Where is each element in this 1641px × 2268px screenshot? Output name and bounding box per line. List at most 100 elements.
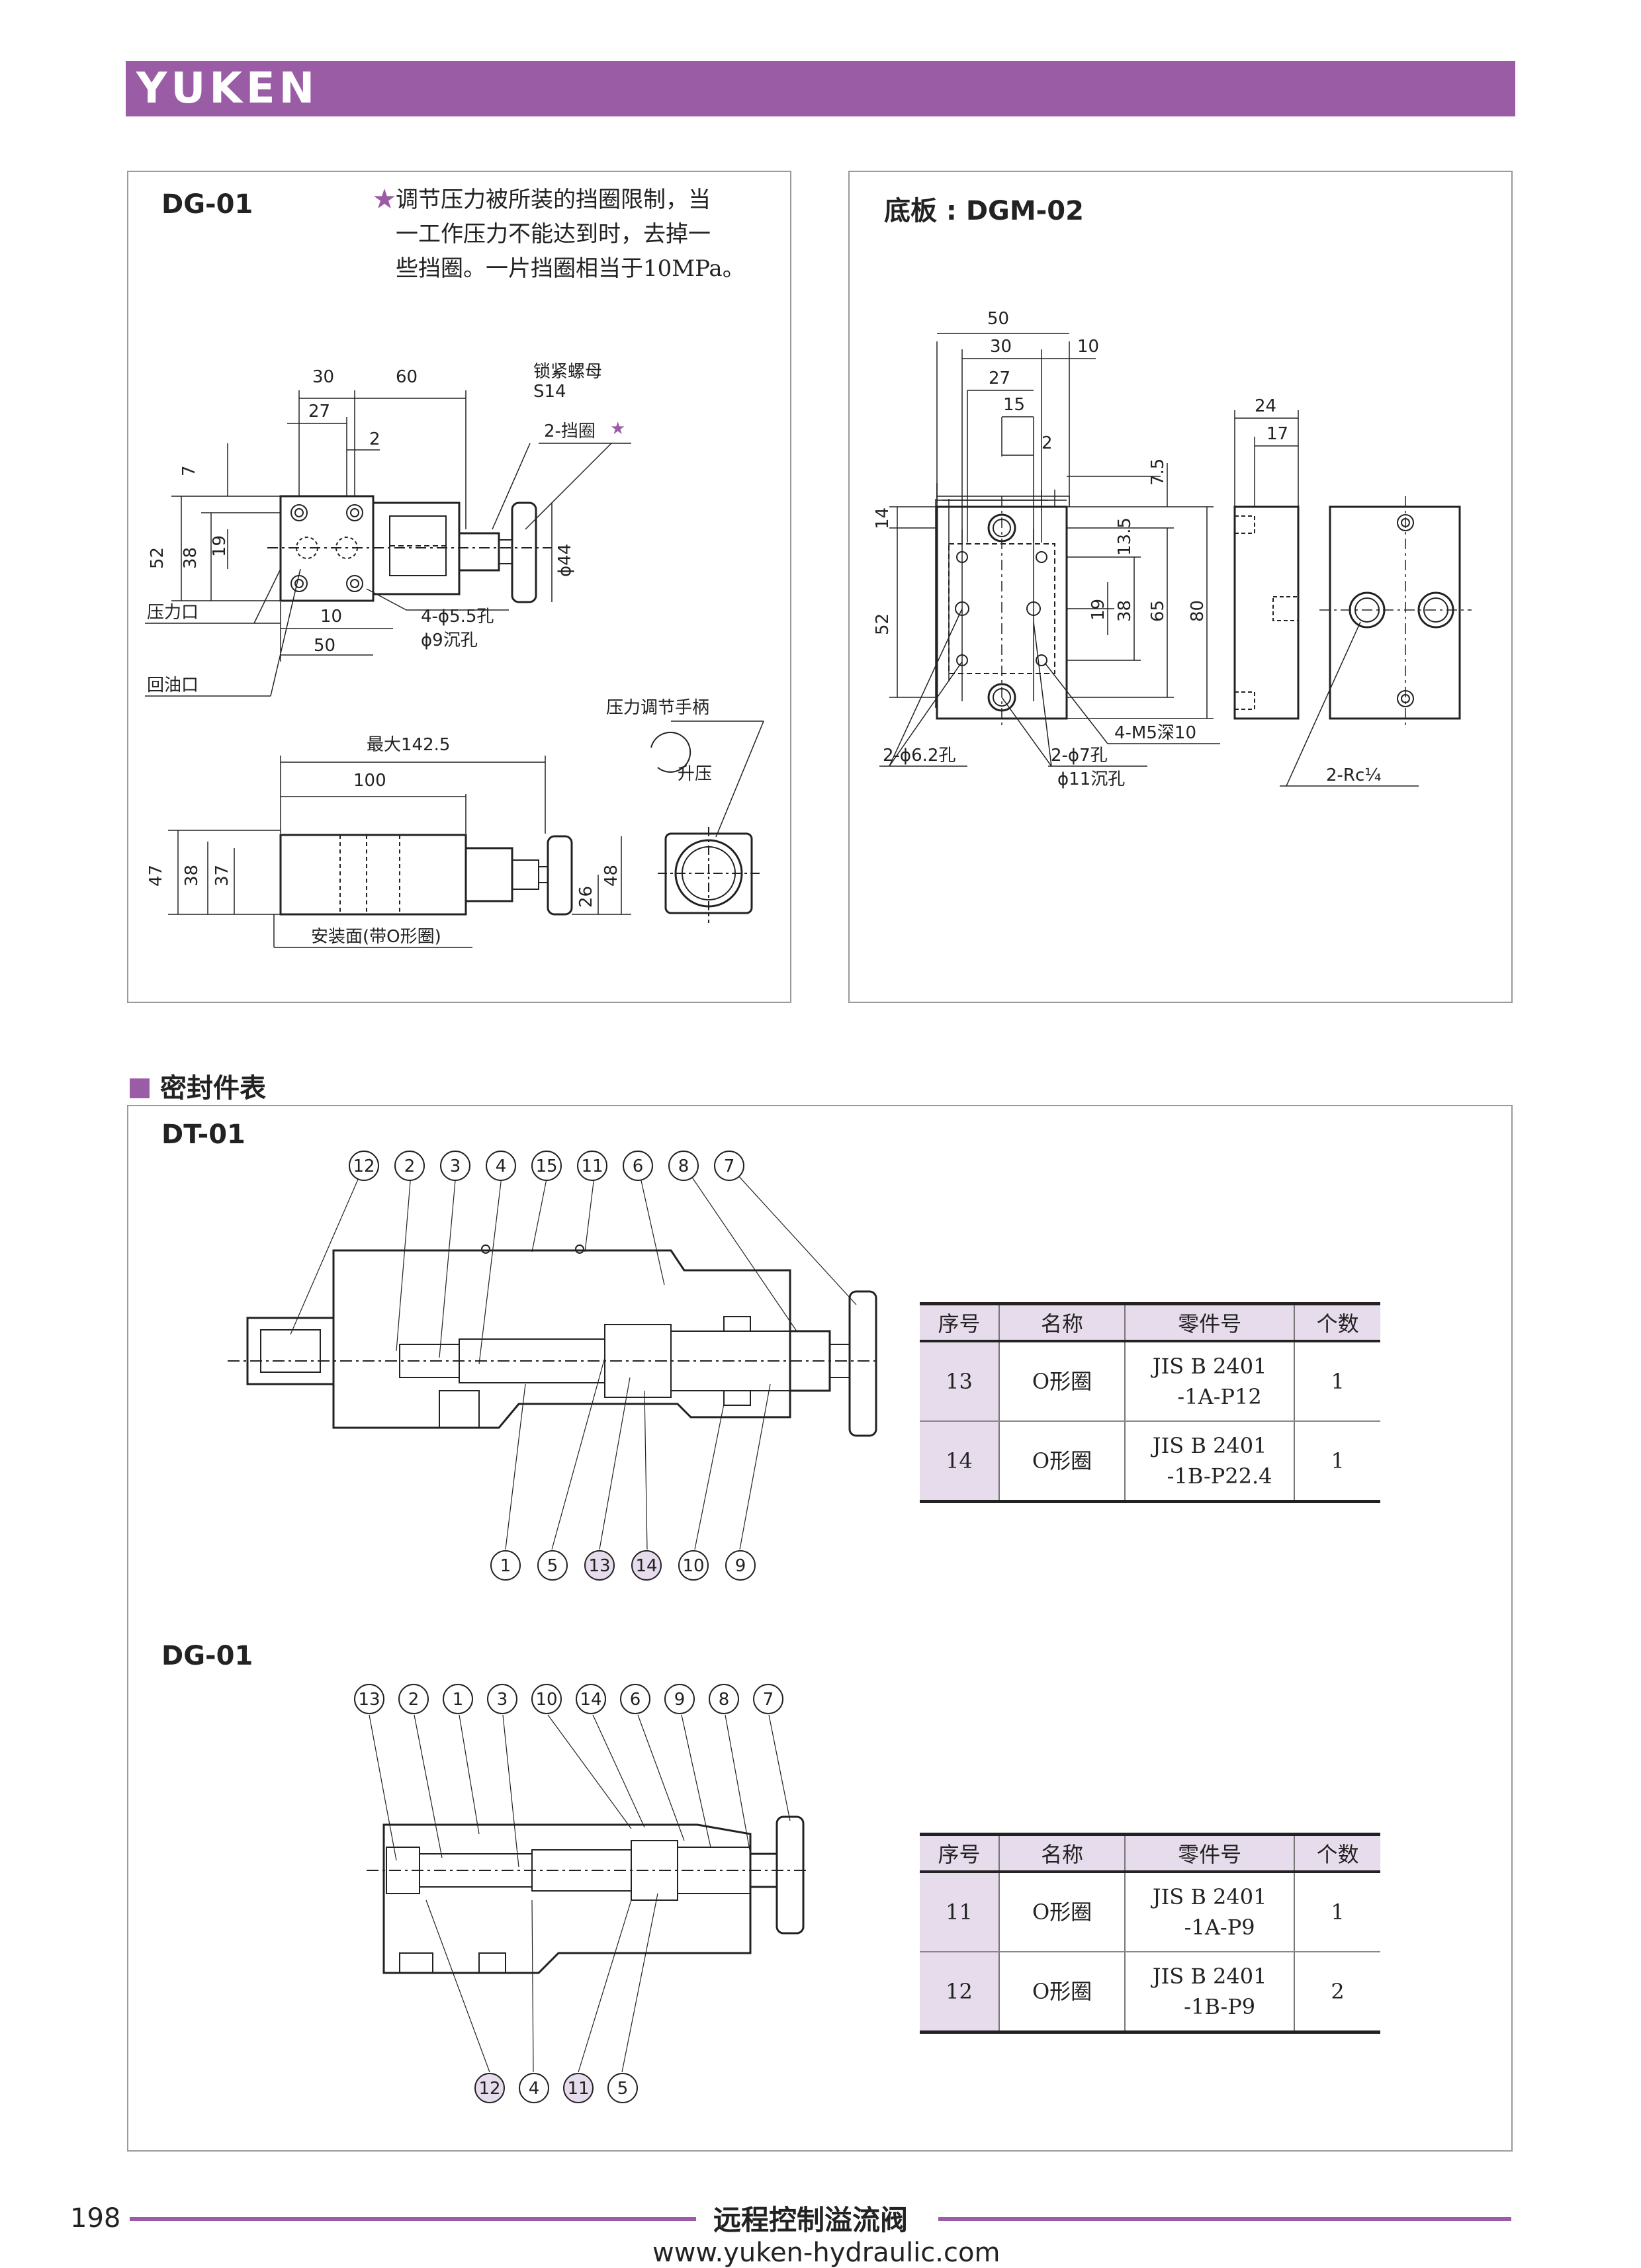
dim-52: 52 — [873, 613, 893, 635]
callout-circle — [440, 1151, 470, 1181]
label-h7: 2-ϕ7孔 — [1051, 746, 1108, 765]
callout-number: 4 — [529, 2079, 540, 2099]
callout-number: 8 — [678, 1156, 689, 1176]
callout-circle — [664, 1684, 695, 1714]
callout-circle — [486, 1151, 516, 1181]
callout-circle — [678, 1550, 709, 1581]
dg01-dim-labels: 30 60 27 2 7 52 38 19 ϕ44 10 50 最大142.5 … — [146, 362, 712, 947]
dim-50: 50 — [987, 309, 1009, 329]
table-row: 13 O形圈 JIS B 2401-1A-P12 1 — [920, 1341, 1380, 1422]
callout-circle — [620, 1684, 650, 1714]
footer-title: 远程控制溢流阀 — [713, 2204, 909, 2236]
callout-circle — [487, 1684, 517, 1714]
dim-7: 7 — [179, 465, 199, 476]
dim-37: 37 — [212, 865, 232, 887]
dt01-seal-table: 序号 名称 零件号 个数 13 O形圈 JIS B 2401-1A-P12 1 … — [920, 1302, 1380, 1503]
callout-number: 10 — [682, 1556, 704, 1576]
dim-38b: 38 — [182, 865, 202, 887]
dt01-leaders — [290, 1165, 857, 1550]
dim-30: 30 — [312, 367, 334, 387]
dim-15: 15 — [1003, 395, 1025, 415]
callout-number: 7 — [763, 1690, 774, 1710]
callout-circle — [668, 1151, 699, 1181]
panel-seals: DT-01 DG-01 — [127, 1105, 1513, 2152]
label-cb11: ϕ11沉孔 — [1057, 769, 1125, 789]
dim-19: 19 — [1088, 599, 1108, 621]
dt01-drawing — [228, 1165, 877, 1550]
dim-50: 50 — [314, 636, 335, 656]
callout-number: 8 — [719, 1690, 730, 1710]
dim-27: 27 — [308, 402, 330, 421]
dim-80: 80 — [1188, 600, 1208, 622]
callout-number: 14 — [635, 1556, 657, 1576]
label-holes: 4-ϕ5.5孔 — [421, 607, 494, 627]
callout-number: 13 — [588, 1556, 610, 1576]
panel-dgm02: 底板 : DGM-02 — [848, 171, 1513, 1003]
dg01-seal-leaders — [369, 1714, 791, 2073]
callout-circle — [398, 1684, 429, 1714]
dim-13-5: 13.5 — [1115, 517, 1135, 556]
dim-phi44: ϕ44 — [555, 544, 575, 577]
dim-65: 65 — [1148, 600, 1168, 622]
label-raise: 升压 — [678, 764, 712, 784]
square-bullet-icon — [130, 1078, 150, 1098]
retainer-star-icon: ★ — [610, 419, 625, 439]
dg01-drawing — [145, 390, 764, 948]
dim-19: 19 — [210, 535, 230, 557]
callout-circle — [725, 1550, 756, 1581]
callout-circle — [531, 1684, 562, 1714]
callout-number: 5 — [547, 1556, 558, 1576]
table-header-row: 序号 名称 零件号 个数 — [920, 1833, 1380, 1873]
dim-30: 30 — [990, 337, 1012, 357]
dgm02-drawing — [879, 333, 1472, 787]
dim-max: 最大142.5 — [367, 735, 450, 755]
callout-circle — [563, 2073, 594, 2103]
callout-circle — [490, 1550, 521, 1581]
panel-dg01: DG-01 ★调节压力被所装的挡圈限制，当 一工作压力不能达到时，去掉一 些挡圈… — [127, 171, 791, 1003]
callout-circle — [714, 1151, 744, 1181]
callout-circle — [607, 2073, 638, 2103]
callout-circle — [576, 1684, 606, 1714]
dim-26: 26 — [576, 886, 596, 908]
callout-number: 6 — [633, 1156, 644, 1176]
footer-url: www.yuken-hydraulic.com — [652, 2238, 1000, 2268]
callout-circle — [394, 1151, 425, 1181]
callout-number: 10 — [535, 1690, 557, 1710]
callout-circle — [519, 2073, 549, 2103]
callout-number: 1 — [500, 1556, 511, 1576]
label-retainer: 2-挡圈 — [544, 421, 596, 441]
callout-circle — [631, 1550, 662, 1581]
callout-circle — [623, 1151, 653, 1181]
dim-10: 10 — [320, 607, 342, 627]
panel-title: DG-01 — [161, 189, 253, 220]
dim-17: 17 — [1266, 424, 1288, 444]
label-m5: 4-M5深10 — [1114, 723, 1196, 743]
callout-number: 12 — [478, 2079, 500, 2099]
dg01-seal-title: DG-01 — [161, 1641, 253, 1671]
dim-2: 2 — [1042, 433, 1053, 453]
callout-circle — [443, 1684, 473, 1714]
label-return-port: 回油口 — [147, 676, 199, 695]
dg01-seal-table: 序号 名称 零件号 个数 11 O形圈 JIS B 2401-1A-P9 1 1… — [920, 1833, 1380, 2034]
label-pressure-port: 压力口 — [147, 603, 199, 623]
dim-27: 27 — [989, 369, 1010, 388]
dim-7-5: 7.5 — [1148, 458, 1168, 486]
callout-number: 3 — [497, 1690, 508, 1710]
callout-circle — [577, 1151, 607, 1181]
callout-number: 6 — [630, 1690, 641, 1710]
panel-title: 底板 : DGM-02 — [884, 196, 1084, 226]
star-icon: ★ — [373, 187, 396, 213]
dim-38: 38 — [181, 547, 200, 569]
callout-number: 11 — [567, 2079, 589, 2099]
yuken-logo: YUKEN — [136, 64, 319, 113]
header-bar: YUKEN — [126, 61, 1515, 116]
callout-circle — [354, 1684, 384, 1714]
label-s14: S14 — [533, 382, 566, 402]
label-locknut: 锁紧螺母 — [533, 362, 602, 382]
dim-100: 100 — [353, 771, 386, 791]
dg01-seal-drawing — [367, 1714, 810, 2073]
label-rc: 2-Rc¼ — [1326, 765, 1381, 785]
dim-10: 10 — [1077, 337, 1099, 357]
